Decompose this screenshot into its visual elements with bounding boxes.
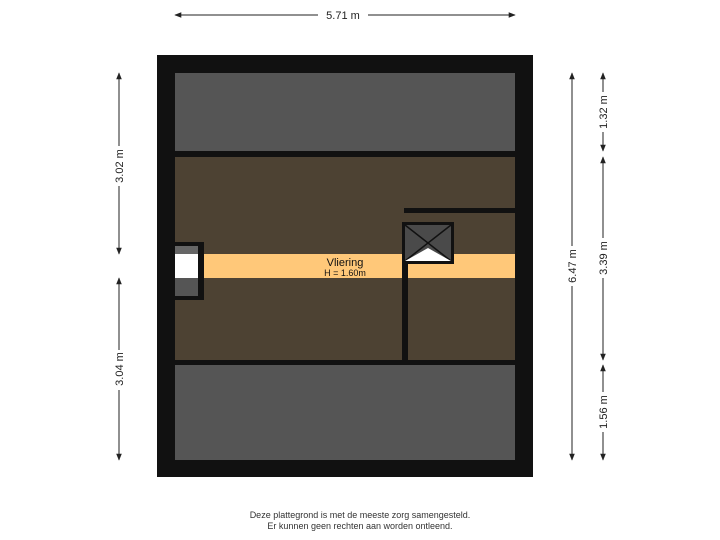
dim-right-total: 6.47 m bbox=[567, 249, 579, 283]
disclaimer-line-1: Deze plattegrond is met de meeste zorg s… bbox=[249, 510, 471, 520]
dim-left-upper: 3.02 m bbox=[114, 149, 126, 183]
room-highlight-band bbox=[202, 254, 515, 278]
roof-slope-top bbox=[175, 73, 515, 151]
room-height: H = 1.60m bbox=[324, 268, 366, 278]
hatch-icon bbox=[402, 222, 454, 264]
disclaimer: Deze plattegrond is met de meeste zorg s… bbox=[0, 510, 720, 532]
left-niche-top bbox=[175, 246, 198, 254]
interior-wall-horizontal bbox=[404, 208, 515, 213]
disclaimer-line-2: Er kunnen geen rechten aan worden ontlee… bbox=[267, 521, 453, 531]
wall-strip-bottom bbox=[175, 360, 515, 365]
left-niche-window bbox=[175, 254, 198, 278]
dim-right-top: 1.32 m bbox=[598, 95, 610, 129]
dim-right-bottom: 1.56 m bbox=[598, 395, 610, 429]
dim-top-width: 5.71 m bbox=[326, 10, 360, 22]
dim-right-middle: 3.39 m bbox=[598, 241, 610, 275]
room-name: Vliering bbox=[327, 257, 364, 269]
interior-wall-vertical bbox=[402, 264, 408, 360]
left-niche-bottom bbox=[175, 278, 198, 296]
roof-slope-bottom bbox=[175, 365, 515, 460]
wall-strip-top bbox=[175, 151, 515, 157]
dim-left-lower: 3.04 m bbox=[114, 352, 126, 386]
